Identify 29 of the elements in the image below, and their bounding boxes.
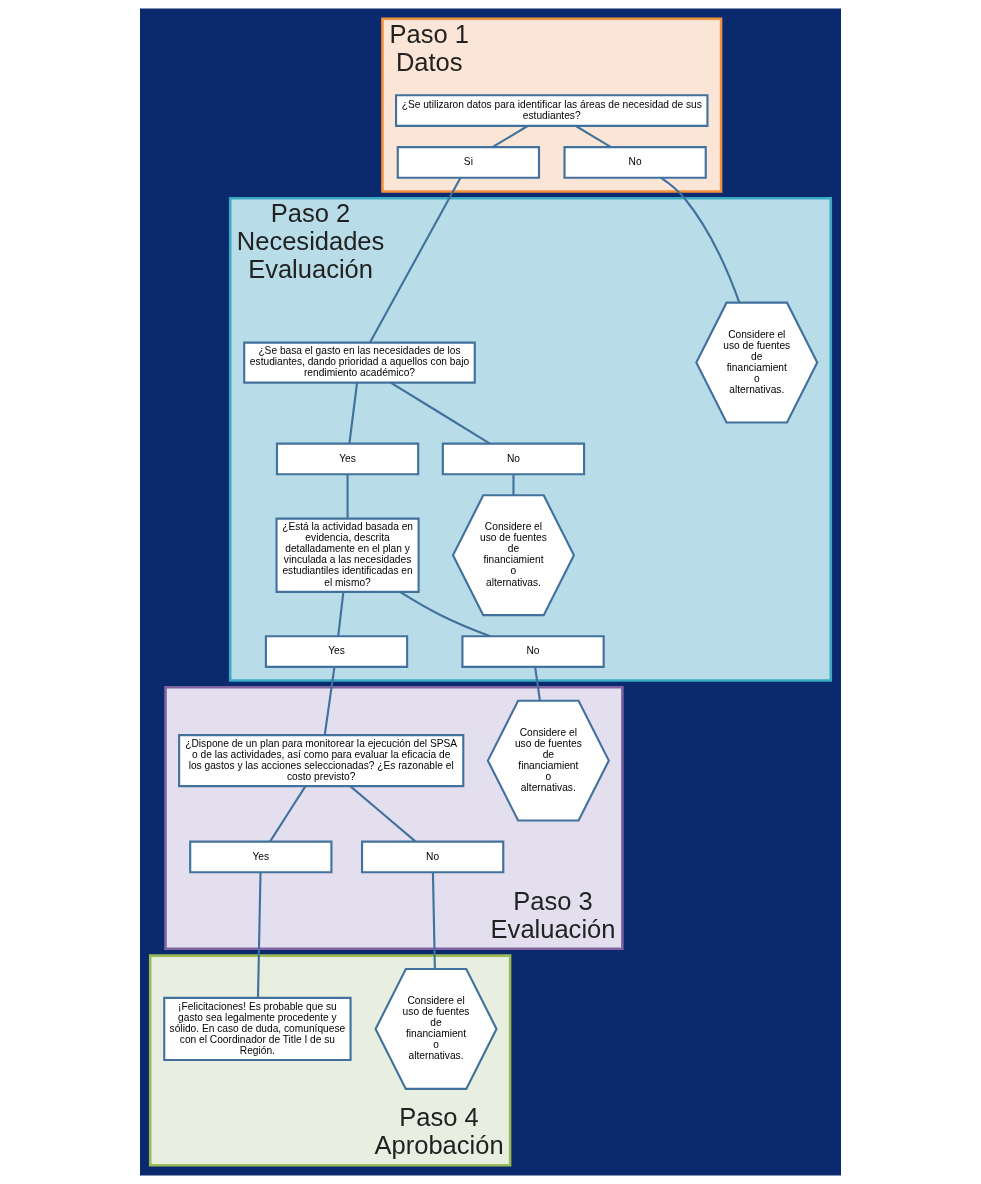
connector bbox=[575, 125, 612, 149]
connector bbox=[491, 125, 529, 149]
node-box: Yes bbox=[275, 442, 420, 476]
connector bbox=[390, 381, 491, 445]
node-box: Yes bbox=[264, 635, 409, 668]
connector bbox=[369, 177, 462, 344]
connector bbox=[323, 666, 336, 735]
connector bbox=[534, 666, 541, 701]
connector bbox=[431, 872, 436, 970]
connector bbox=[512, 474, 515, 496]
node-box: ¿Dispone de un plan para monitorear la ejecución del SPSA o de las actividades, así como para evaluar la eficacia de los gastos y las acciones seleccionadas? ¿Es razonable el costo previsto? bbox=[178, 734, 465, 788]
connector bbox=[349, 785, 417, 843]
node-box: ¿Está la actividad basada en evidencia, descrita detalladamente en el plan y vinculada a las necesidades estudiantiles identificadas en el mismo? bbox=[275, 517, 420, 593]
connector bbox=[269, 785, 307, 842]
node-box: ¿Se utilizaron datos para identificar las áreas de necesidad de sus estudiantes? bbox=[395, 94, 709, 127]
node-box: Yes bbox=[189, 840, 333, 874]
node-box: No bbox=[461, 635, 605, 668]
connector bbox=[337, 591, 345, 637]
node-box: No bbox=[441, 442, 586, 476]
node-box: ¿Se basa el gasto en las necesidades de los estudiantes, dando prioridad a aquellos con bajo rendimiento académico? bbox=[243, 341, 476, 384]
connector bbox=[660, 177, 741, 303]
node-box: No bbox=[360, 840, 505, 874]
connector bbox=[346, 474, 349, 519]
node-box: ¡Felicitaciones! Es probable que su gasto sea legalmente procedente y sólido. En caso de duda, comuníquese con el Coordinador de Title I de su Región. bbox=[163, 996, 352, 1062]
connector bbox=[399, 591, 491, 638]
connector bbox=[348, 382, 359, 444]
node-box: Si bbox=[396, 146, 541, 179]
connector bbox=[256, 872, 262, 998]
node-box: No bbox=[563, 146, 707, 179]
